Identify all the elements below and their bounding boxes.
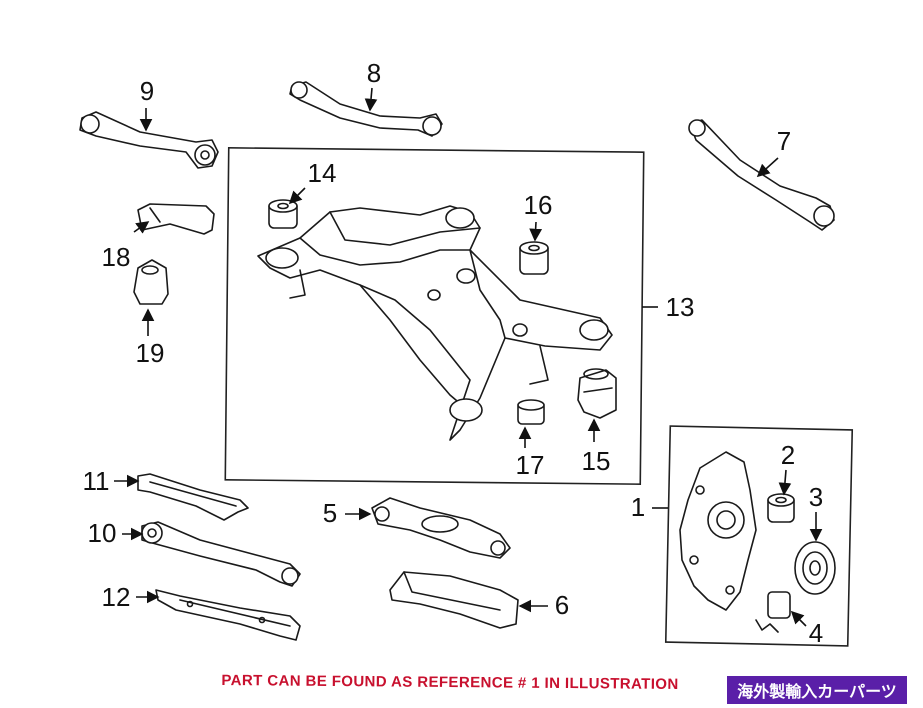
bushing-16 [519,241,549,275]
callout-2: 2 [781,440,795,470]
callout-7: 7 [777,126,791,156]
callout-16: 16 [524,190,553,220]
callout-17: 17 [516,450,545,480]
callout-3: 3 [809,482,823,512]
hub-3 [794,541,836,595]
leader-14 [288,187,306,205]
callout-18: 18 [102,242,131,272]
leader-2 [778,469,792,496]
leader-18 [133,221,150,234]
callout-8: 8 [367,58,381,88]
callout-9: 9 [140,76,154,106]
leader-16 [529,221,543,242]
callout-12: 12 [102,582,131,612]
control-arm-9 [79,111,219,169]
guard-12 [155,589,301,641]
leader-8 [364,87,378,112]
subframe-part [257,205,613,441]
bushing-2 [767,493,795,523]
control-arm-7 [688,119,835,231]
callout-10: 10 [88,518,117,548]
callout-5: 5 [323,498,337,528]
bushing-17 [517,399,545,425]
knuckle-1 [679,451,757,611]
callout-13: 13 [666,292,695,322]
callout-11: 11 [83,466,110,496]
callout-14: 14 [308,158,337,188]
shop-badge: 海外製輸入カーパーツ [727,676,907,704]
subframe-box [224,147,645,485]
bushing-14 [268,199,298,229]
leader-4 [790,610,807,627]
leader-7 [756,157,779,178]
callout-15: 15 [582,446,611,476]
knuckle-box [664,425,854,647]
control-arm-10 [141,521,301,587]
link-11 [137,473,249,521]
mount-19 [133,259,169,305]
bushing-4 [755,591,791,633]
callout-19: 19 [136,338,165,368]
callout-4: 4 [809,618,823,648]
callout-1: 1 [631,492,645,522]
control-arm-5 [371,497,511,559]
bracket-18 [137,203,215,235]
callout-6: 6 [555,590,569,620]
mount-15 [577,368,617,419]
control-arm-8 [289,81,443,137]
shield-6 [389,571,519,629]
